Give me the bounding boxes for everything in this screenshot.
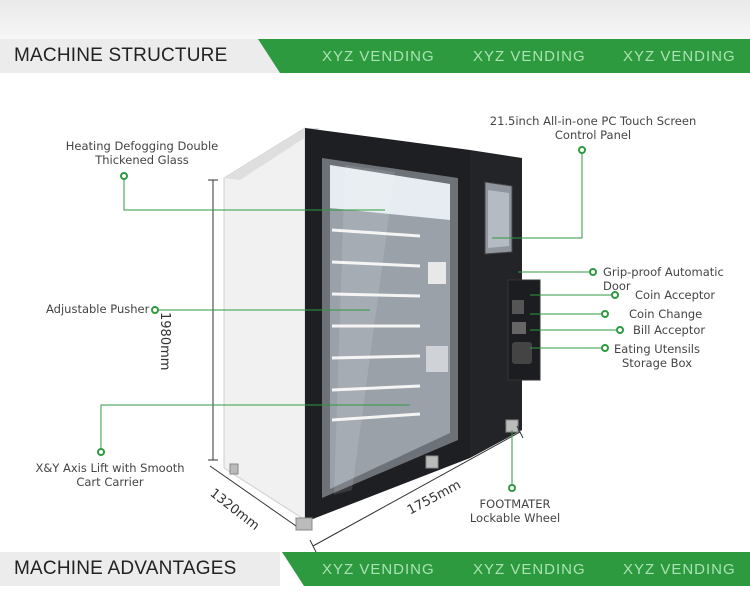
section-title: MACHINE STRUCTURE: [14, 45, 228, 66]
callout-dot: [601, 344, 609, 352]
callout-dot: [97, 448, 105, 456]
coin-change-callout: Coin Change: [629, 307, 703, 321]
pickup-window: [428, 262, 446, 284]
banner-brand-panel: [258, 39, 750, 73]
advantages-banner: MACHINE ADVANTAGES XYZ VENDING XYZ VENDI…: [0, 552, 750, 586]
callout-line: Cart Carrier: [76, 475, 144, 489]
callout-line: Thickened Glass: [95, 153, 189, 167]
glass-reflection: [334, 165, 395, 495]
utensil-box: [512, 342, 532, 364]
screen-callout: 21.5inch All-in-one PC Touch Screen Cont…: [488, 114, 698, 142]
structure-banner: MACHINE STRUCTURE XYZ VENDING XYZ VENDIN…: [0, 39, 750, 73]
brand-text: XYZ VENDING: [322, 48, 435, 65]
delivery-cart: [426, 346, 448, 372]
banner-brand-panel: [282, 552, 750, 586]
coin-return: [512, 322, 526, 334]
callout-line: 21.5inch All-in-one PC Touch Screen: [489, 114, 697, 128]
callout-line: Storage Box: [621, 356, 693, 370]
callout-dot: [616, 326, 624, 334]
banner-title-panel: [0, 552, 280, 586]
lift-callout: X&Y Axis Lift with Smooth Cart Carrier: [30, 461, 190, 489]
callout-dot: [611, 291, 619, 299]
top-shading: [0, 0, 750, 40]
brand-text: XYZ VENDING: [473, 48, 586, 65]
callout-dot: [578, 146, 586, 154]
callout-lines: [100, 150, 620, 488]
brand-text: XYZ VENDING: [473, 561, 586, 578]
callout-line: Control Panel: [554, 128, 632, 142]
brand-text: XYZ VENDING: [623, 48, 736, 65]
screen-glare: [488, 190, 509, 248]
callout-line: X&Y Axis Lift with Smooth: [35, 461, 185, 475]
machine-top-edge: [224, 128, 320, 180]
bill-acceptor-callout: Bill Acceptor: [633, 323, 706, 337]
callout-dot: [120, 172, 128, 180]
shelves: [331, 228, 421, 422]
door-callout: Grip-proof Automatic Door: [603, 265, 724, 293]
callout-dot: [589, 268, 597, 276]
banner-title-panel: [0, 39, 280, 73]
section-title: MACHINE ADVANTAGES: [14, 558, 237, 579]
glass-callout: Heating Defogging Double Thickened Glass: [62, 139, 222, 167]
utensils-callout: Eating Utensils Storage Box: [612, 342, 702, 370]
pusher-callout: Adjustable Pusher: [46, 302, 150, 316]
callout-line: Eating Utensils: [614, 342, 700, 356]
brand-text: XYZ VENDING: [322, 561, 435, 578]
dimension-lines: [208, 179, 524, 553]
callout-dot: [601, 310, 609, 318]
brand-text: XYZ VENDING: [623, 561, 736, 578]
height-dimension: 1980mm: [157, 312, 172, 371]
callout-line: FOOTMATER: [479, 497, 551, 511]
interior-light: [330, 165, 450, 220]
callout-line: Lockable Wheel: [469, 511, 561, 525]
callout-dot: [151, 306, 159, 314]
coin-slot: [512, 300, 524, 314]
callout-line: Heating Defogging Double: [65, 139, 219, 153]
wheels: [229, 419, 519, 531]
callout-dot: [508, 484, 516, 492]
coin-acceptor-callout: Coin Acceptor: [635, 288, 716, 302]
callout-dots: [97, 146, 624, 492]
machine-side-panel: [223, 127, 306, 521]
wheel-callout: FOOTMATER Lockable Wheel: [462, 497, 568, 525]
